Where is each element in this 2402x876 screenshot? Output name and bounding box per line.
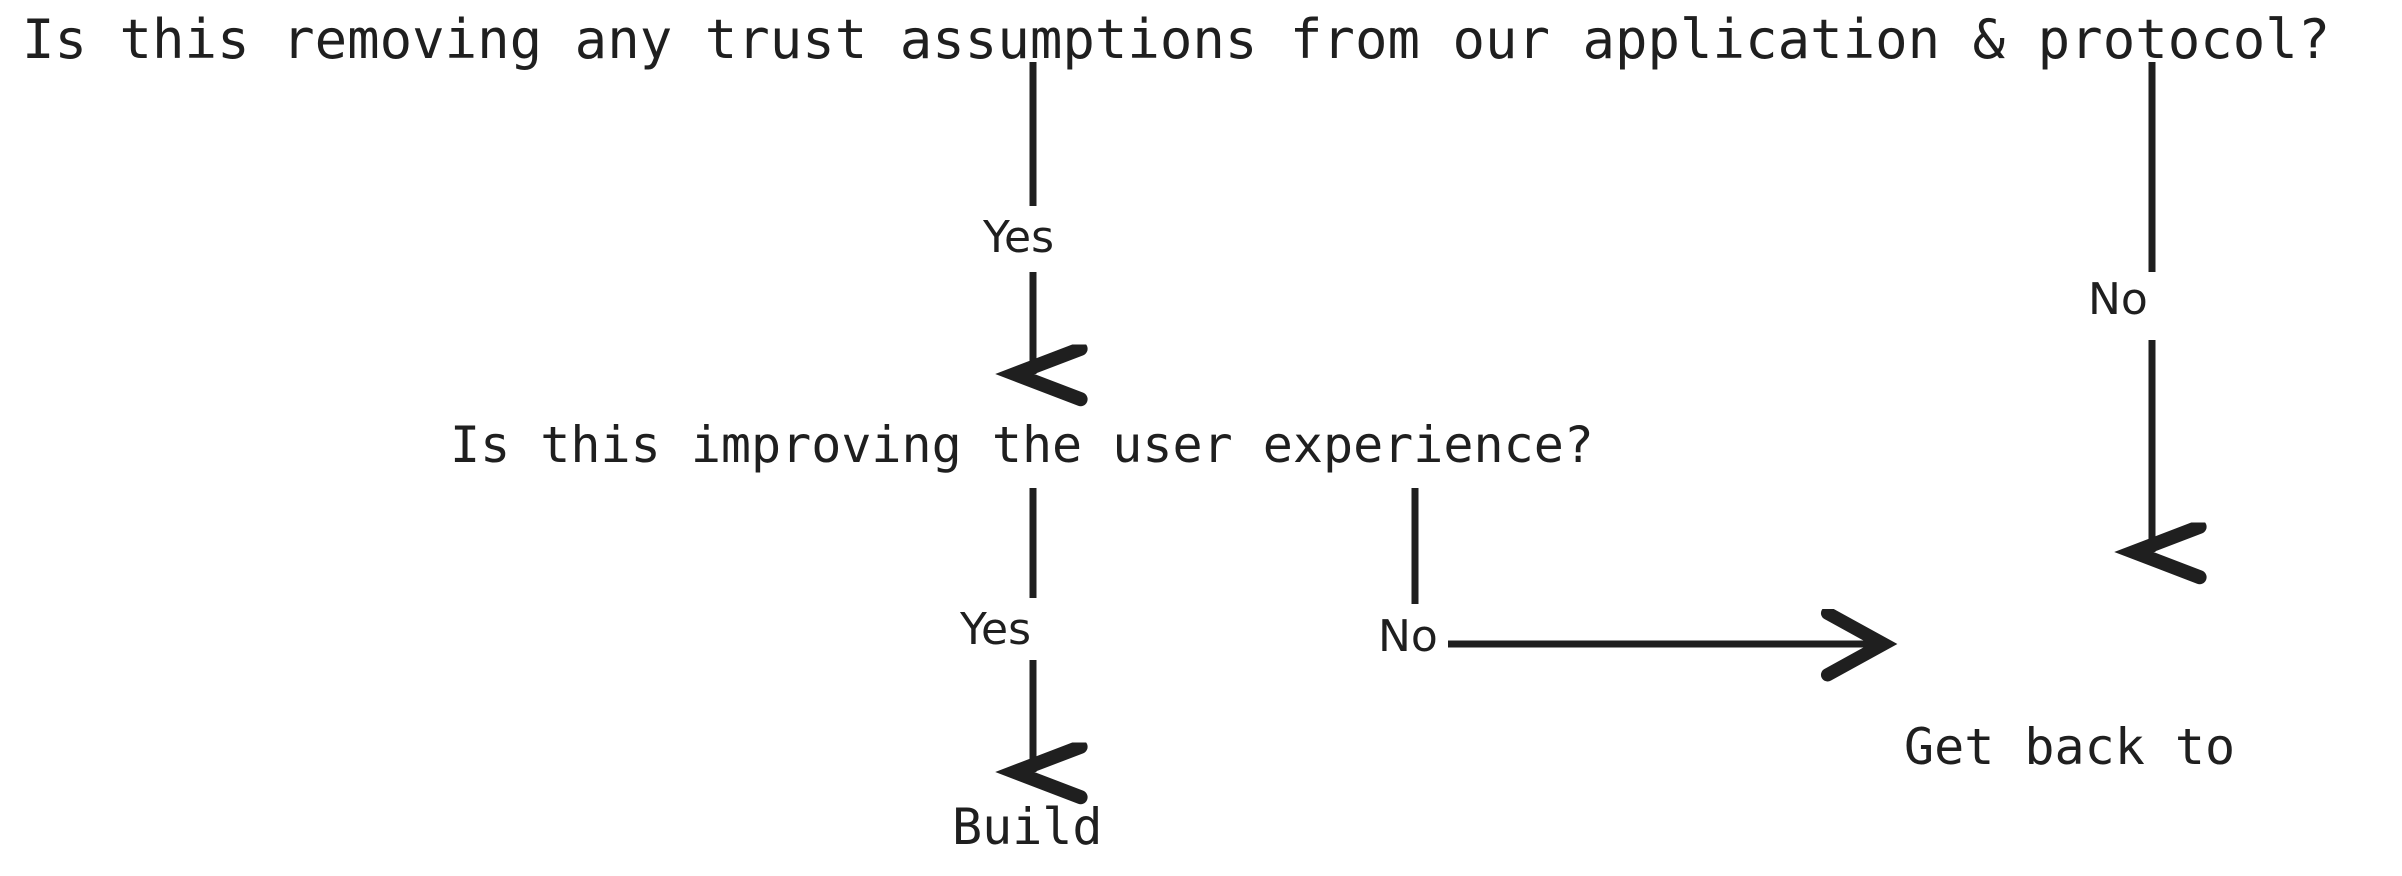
edge-label-yes-root: Yes (983, 212, 1055, 263)
edge-label-yes-ux: Yes (960, 604, 1032, 655)
decision-node-trust-assumptions: Is this removing any trust assumptions f… (22, 8, 2331, 71)
research-line-1: Get back to (1904, 718, 2236, 776)
decision-node-user-experience: Is this improving the user experience? (450, 416, 1594, 474)
edge-label-no-ux: No (1378, 611, 1438, 662)
terminal-node-build: Build (952, 798, 1103, 856)
terminal-node-get-back-to-research: Get back to research (1904, 600, 2235, 876)
edge-label-no-root: No (2088, 274, 2148, 325)
